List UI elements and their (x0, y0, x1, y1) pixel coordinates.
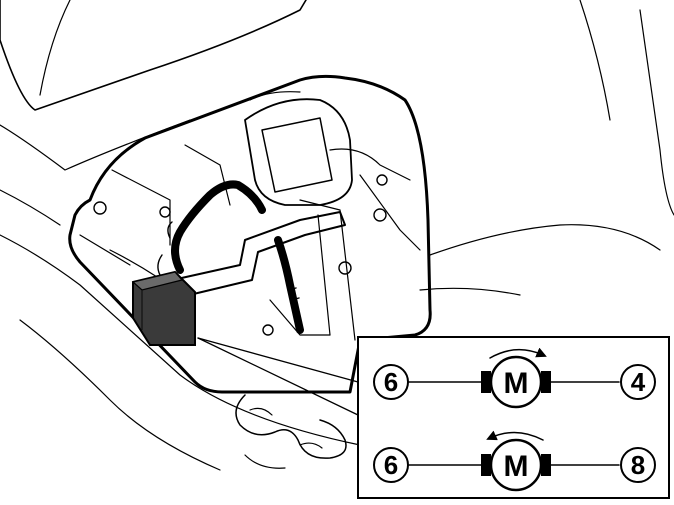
motor-terminal-right (541, 454, 551, 476)
motor-terminal-right (541, 371, 551, 393)
pin-8-circle (620, 447, 656, 483)
motor-label: M (504, 450, 529, 483)
pin-label-left: 6 (384, 450, 398, 480)
pin-label-right: 8 (631, 450, 645, 480)
rotation-arrow-clockwise (489, 347, 547, 359)
pin-label-right: 4 (631, 367, 646, 397)
access-opening (68, 74, 432, 394)
callout-leader (197, 337, 359, 416)
circuit-row-2: 6 8 M (373, 430, 656, 492)
motor-symbol (489, 355, 543, 409)
motor-label: M (504, 367, 529, 400)
wiring-harness (157, 180, 304, 334)
motor-connector (131, 270, 196, 346)
pin-4-circle (620, 364, 656, 400)
lower-bracket (235, 394, 347, 469)
mounting-bracket (149, 211, 346, 303)
pin-6-circle (373, 447, 409, 483)
motor-terminal-left (481, 454, 491, 476)
circuit-row-1: 6 4 M (373, 347, 656, 409)
rotation-arrow-counterclockwise (486, 430, 544, 441)
motor-symbol (489, 438, 543, 492)
interior-structure (79, 91, 421, 341)
pin-6-circle (373, 364, 409, 400)
pin-label-left: 6 (384, 367, 398, 397)
motor-terminal-left (481, 371, 491, 393)
body-panel-lines (0, 0, 674, 471)
